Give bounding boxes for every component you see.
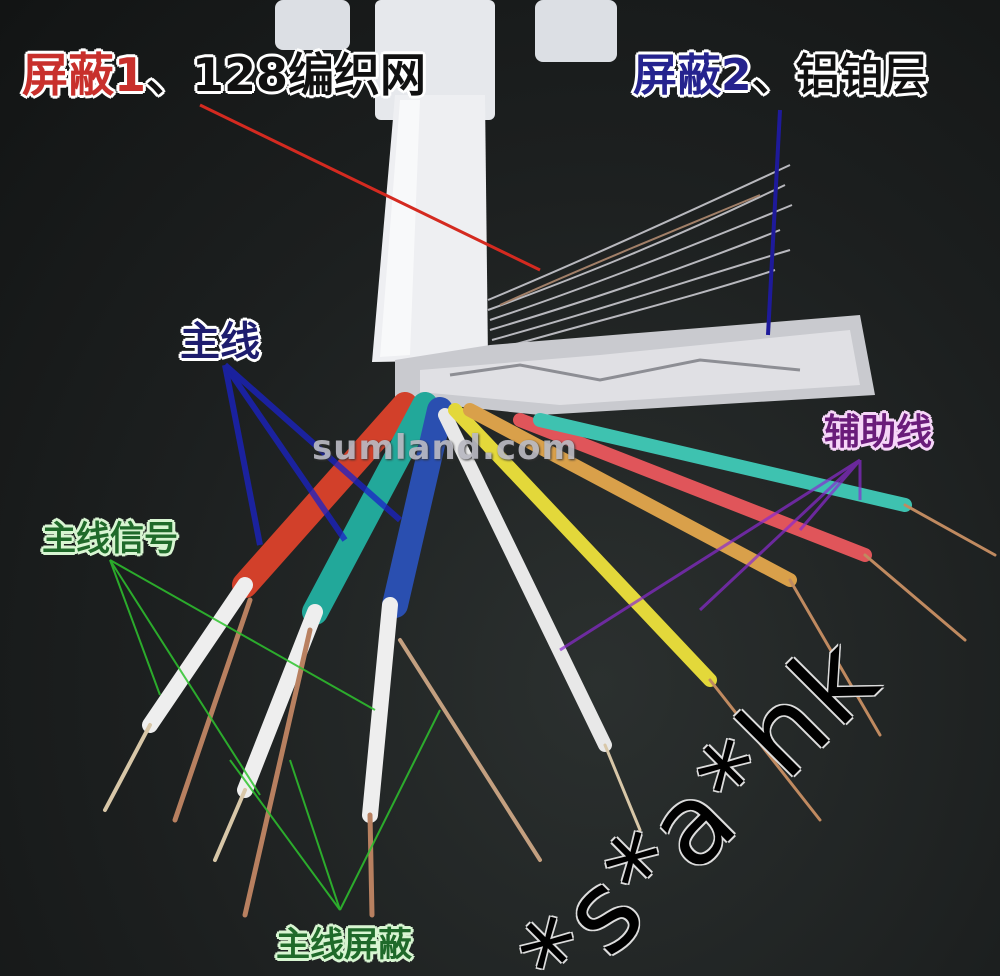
label-shield1-suffix: 、128编织网 <box>146 48 427 102</box>
label-shield2: 屏蔽2、铝铂层 <box>633 54 928 98</box>
braided-shield <box>487 164 793 351</box>
label-shield1: 屏蔽1、128编织网 <box>22 52 426 98</box>
leader-main <box>222 362 402 546</box>
label-aux-wire: 辅助线 <box>824 412 933 453</box>
aux-wires <box>438 403 997 832</box>
label-main-signal: 主线信号 <box>42 519 178 559</box>
label-shield2-suffix: 、铝铂层 <box>751 50 928 101</box>
leader-signal <box>109 559 441 911</box>
watermark: sumland.com <box>312 428 578 468</box>
label-main-wire: 主线 <box>180 319 260 365</box>
label-main-shield: 主线屏蔽 <box>276 925 412 965</box>
leader-shield1 <box>199 103 541 272</box>
main-wires <box>103 392 542 918</box>
label-shield1-prefix: 屏蔽1 <box>22 48 147 102</box>
label-shield2-prefix: 屏蔽2 <box>633 50 752 101</box>
leader-shield2 <box>766 109 782 336</box>
leader-aux <box>559 458 862 652</box>
connector-plugs <box>275 0 617 120</box>
